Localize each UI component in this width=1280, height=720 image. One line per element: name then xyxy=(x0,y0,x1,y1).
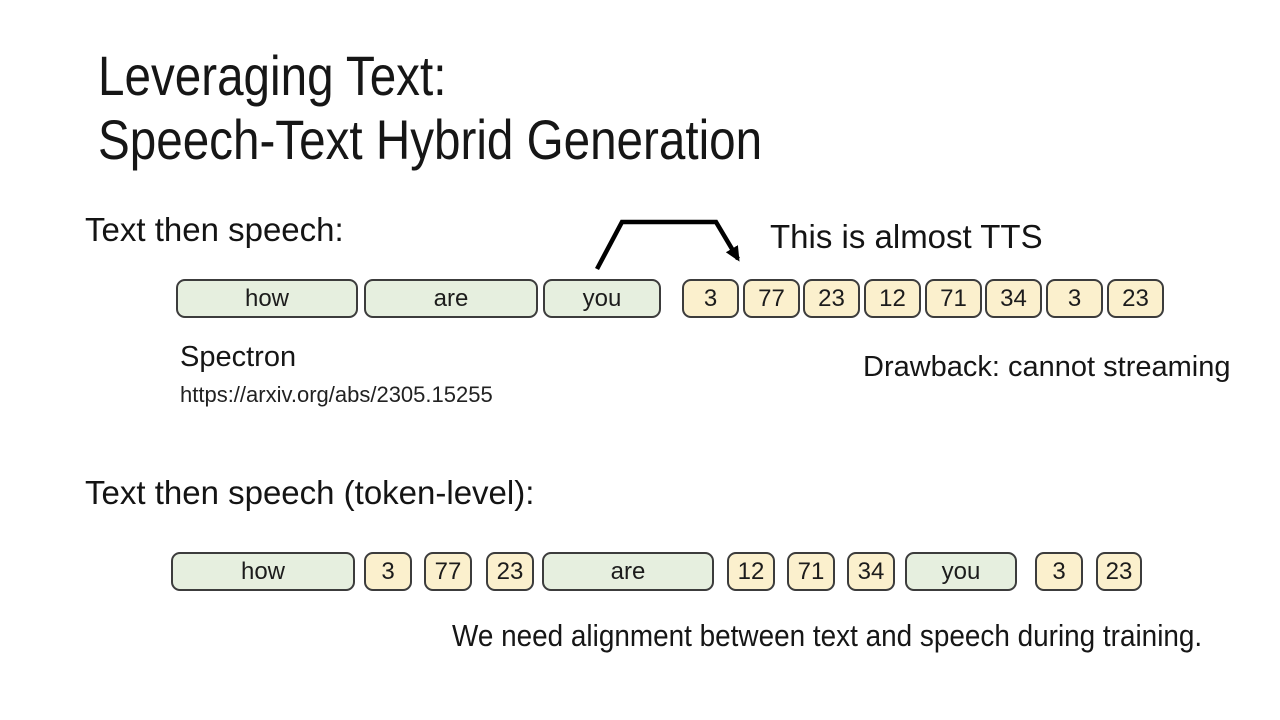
speech-token-box: 34 xyxy=(985,279,1042,318)
text-token-box: you xyxy=(543,279,661,318)
text-token-box: how xyxy=(171,552,355,591)
citation-url: https://arxiv.org/abs/2305.15255 xyxy=(180,382,493,407)
section1-label: Text then speech: xyxy=(85,211,344,248)
text-token-box: you xyxy=(905,552,1017,591)
section2-label: Text then speech (token-level): xyxy=(85,474,535,511)
speech-token-box: 23 xyxy=(486,552,534,591)
speech-token-box: 23 xyxy=(803,279,860,318)
speech-token-box: 3 xyxy=(1046,279,1103,318)
speech-token-box: 71 xyxy=(787,552,835,591)
tts-annotation: This is almost TTS xyxy=(770,218,1043,255)
speech-token-box: 12 xyxy=(864,279,921,318)
text-token-box: how xyxy=(176,279,358,318)
speech-token-box: 77 xyxy=(424,552,472,591)
speech-token-box: 23 xyxy=(1107,279,1164,318)
title-line-2: Speech-Text Hybrid Generation xyxy=(98,107,763,171)
text-token-box: are xyxy=(364,279,538,318)
speech-token-box: 77 xyxy=(743,279,800,318)
speech-token-box: 3 xyxy=(1035,552,1083,591)
speech-token-box: 71 xyxy=(925,279,982,318)
speech-token-box: 12 xyxy=(727,552,775,591)
drawback-note: Drawback: cannot streaming xyxy=(863,351,1231,383)
title-line-1: Leveraging Text: xyxy=(98,44,447,107)
speech-token-box: 34 xyxy=(847,552,895,591)
speech-token-box: 3 xyxy=(364,552,412,591)
speech-token-box: 23 xyxy=(1096,552,1142,591)
citation-name: Spectron xyxy=(180,341,297,373)
alignment-note: We need alignment between text and speec… xyxy=(452,618,1203,653)
text-token-box: are xyxy=(542,552,714,591)
slide-title: Leveraging Text: Speech-Text Hybrid Gene… xyxy=(98,44,762,172)
speech-token-box: 3 xyxy=(682,279,739,318)
